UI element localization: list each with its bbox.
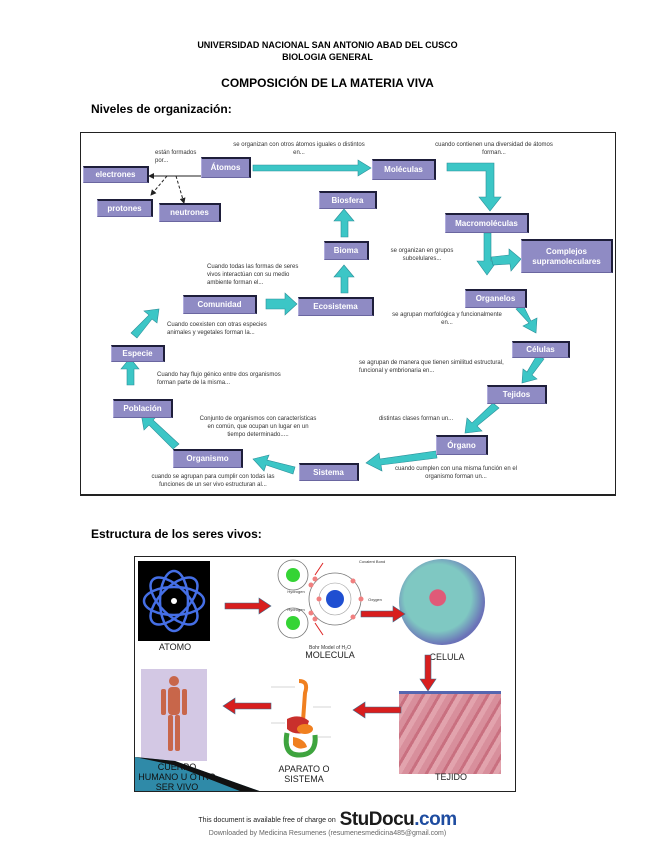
structure-arrows bbox=[222, 597, 437, 719]
caption-cuerpo-humano: CUERPO HUMANO U OTRO SER VIVO bbox=[138, 762, 216, 792]
node-moleculas: Moléculas bbox=[372, 159, 436, 180]
node-organismo: Organismo bbox=[173, 449, 243, 468]
note-conjunto: Conjunto de organismos con característic… bbox=[199, 416, 317, 439]
node-ecosistema: Ecosistema bbox=[298, 297, 374, 316]
molecule-image bbox=[275, 557, 385, 645]
node-organelos: Organelos bbox=[465, 289, 527, 308]
arrow-macro-organelles bbox=[476, 232, 498, 276]
water-molecule-icon bbox=[277, 559, 364, 639]
arrow-organelles-cells bbox=[515, 304, 538, 334]
arrow-community-ecosystem bbox=[265, 292, 298, 316]
organization-levels-diagram: Átomos electrones protones neutrones Mol… bbox=[80, 132, 616, 496]
note-similitud: se agrupan de manera que tienen similitu… bbox=[359, 360, 504, 375]
label-hydrogen-bottom: Hydrogen bbox=[287, 607, 305, 612]
arrow-species-community bbox=[130, 308, 160, 339]
node-bioma: Bioma bbox=[324, 241, 369, 260]
node-sistema: Sistema bbox=[299, 463, 359, 481]
levels-section-title: Niveles de organización: bbox=[91, 102, 232, 116]
arrow-cell-tissue bbox=[419, 654, 437, 692]
arrow-atom-molecule bbox=[224, 597, 272, 615]
arrow-atoms-neutrons bbox=[175, 175, 186, 204]
node-neutrones: neutrones bbox=[159, 203, 221, 222]
arrow-system-organism bbox=[252, 454, 296, 475]
footer-availability: This document is available free of charg… bbox=[0, 809, 655, 831]
note-flujo-genico: Cuando hay flujo génico entre dos organi… bbox=[157, 372, 281, 387]
arrow-cells-tissues bbox=[521, 354, 545, 384]
node-comunidad: Comunidad bbox=[183, 295, 257, 314]
note-diversidad: cuando contienen una diversidad de átomo… bbox=[435, 142, 553, 157]
tissue-image bbox=[399, 691, 501, 774]
arrow-molecules-macromolecules bbox=[446, 162, 502, 212]
note-misma-funcion: cuando cumplen con una misma función en … bbox=[394, 466, 518, 481]
arrow-system-body bbox=[222, 697, 272, 715]
diagram-arrows bbox=[120, 159, 545, 475]
caption-bohr-model: Bohr Model of H₂O bbox=[309, 645, 351, 651]
studocu-brand-domain: .com bbox=[414, 809, 457, 830]
caption-aparato-sistema: APARATO O SISTEMA bbox=[278, 764, 330, 784]
arrow-population-species bbox=[120, 357, 140, 386]
living-beings-structure-figure: ATOMO Covalent Bond Hydrogen Hydrogen Ox… bbox=[134, 556, 516, 792]
atom-orbit-icon bbox=[142, 569, 206, 633]
document-title: COMPOSICIÓN DE LA MATERIA VIVA bbox=[221, 76, 434, 90]
node-especie: Especie bbox=[111, 345, 165, 362]
node-biosfera: Biosfera bbox=[319, 191, 377, 209]
atom-image bbox=[138, 561, 210, 641]
note-formados: están formados por... bbox=[155, 150, 197, 165]
caption-celula: CELULA bbox=[429, 652, 465, 662]
arrow-molecule-cell bbox=[360, 605, 406, 623]
node-protones: protones bbox=[97, 199, 153, 217]
caption-tejido: TEJIDO bbox=[434, 772, 467, 782]
structure-section-title: Estructura de los seres vivos: bbox=[91, 527, 262, 541]
arrow-atoms-protons bbox=[150, 175, 168, 196]
arrow-biome-biosphere bbox=[333, 208, 355, 238]
arrow-ecosystem-biome bbox=[333, 264, 355, 294]
label-hydrogen-top: Hydrogen bbox=[287, 589, 305, 594]
human-figure-icon bbox=[161, 676, 187, 751]
university-name: UNIVERSIDAD NACIONAL SAN ANTONIO ABAD DE… bbox=[197, 40, 458, 50]
node-tejidos: Tejidos bbox=[487, 385, 547, 404]
node-celulas: Células bbox=[512, 341, 570, 358]
note-distintas-clases: distintas clases forman un... bbox=[378, 416, 454, 422]
note-morfologicamente: se agrupan morfológica y funcionalmente … bbox=[392, 312, 502, 327]
node-complejos-supramoleculares: Complejos supramoleculares bbox=[521, 239, 613, 273]
studocu-logo[interactable]: StuDocu.com bbox=[340, 809, 457, 830]
node-organo: Órgano bbox=[436, 435, 488, 455]
note-interactuan: Cuando todas las formas de seres vivos i… bbox=[207, 264, 299, 287]
note-todas-funciones: cuando se agrupan para cumplir con todas… bbox=[151, 474, 275, 489]
node-electrones: electrones bbox=[83, 166, 149, 183]
note-organizan-atomos: se organizan con otros átomos iguales o … bbox=[233, 142, 365, 157]
arrow-tissue-system bbox=[352, 701, 402, 719]
arrow-macro-complexes bbox=[490, 248, 522, 272]
course-name: BIOLOGIA GENERAL bbox=[282, 52, 373, 62]
note-subcelulares: se organizan en grupos subcelulares... bbox=[390, 248, 454, 263]
cell-image bbox=[399, 559, 485, 645]
arrow-organism-population bbox=[140, 412, 180, 450]
arrow-organ-system bbox=[365, 450, 438, 472]
arrow-tissues-organ bbox=[464, 402, 500, 434]
caption-molecula: MOLECULA bbox=[305, 650, 355, 660]
footer-available-text: This document is available free of charg… bbox=[198, 817, 336, 824]
node-atomos: Átomos bbox=[201, 157, 251, 178]
decorative-corner-shape bbox=[135, 757, 260, 791]
caption-atomo: ATOMO bbox=[158, 642, 192, 652]
node-macromoleculas: Macromoléculas bbox=[445, 213, 529, 233]
note-coexisten: Cuando coexisten con otras especies anim… bbox=[167, 322, 267, 337]
label-covalent-top: Covalent Bond bbox=[359, 559, 386, 564]
digestive-system-icon bbox=[271, 679, 331, 758]
node-poblacion: Población bbox=[113, 399, 173, 418]
studocu-brand-name: StuDocu bbox=[339, 809, 415, 830]
footer-downloaded-by: Downloaded by Medicina Resumenes (resume… bbox=[208, 830, 447, 837]
human-body-image bbox=[141, 669, 207, 761]
digestive-system-image bbox=[269, 677, 333, 761]
label-oxygen: Oxygen bbox=[368, 597, 382, 602]
arrow-atoms-molecules bbox=[252, 159, 372, 177]
